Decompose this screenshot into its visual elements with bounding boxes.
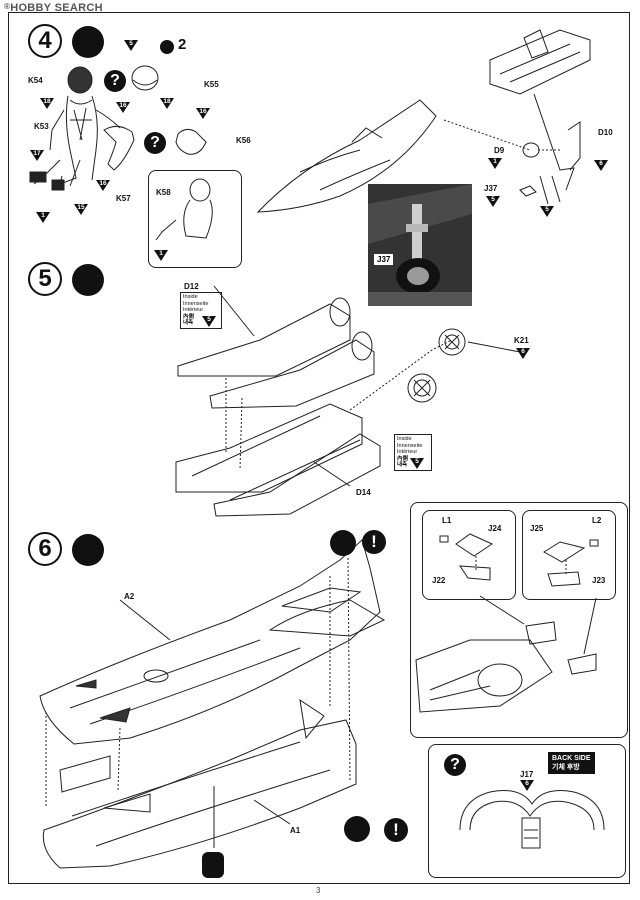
part-label-k54: K54 bbox=[28, 76, 43, 85]
question-icon: ? bbox=[104, 70, 126, 92]
step5-upper-part bbox=[177, 297, 375, 409]
color-callout: 16 bbox=[196, 108, 210, 119]
caution-icon: ! bbox=[362, 530, 386, 554]
back-side-detail-box bbox=[428, 744, 626, 878]
part-label-d12: D12 bbox=[184, 282, 199, 291]
part-label-j22: J22 bbox=[432, 576, 446, 585]
question-icon: ? bbox=[444, 754, 466, 776]
photo-label-j37: J37 bbox=[374, 254, 394, 265]
arm-k56 bbox=[175, 128, 207, 155]
part-label-j23: J23 bbox=[592, 576, 606, 585]
part-label-k58: K58 bbox=[156, 188, 171, 197]
pencil-glue-icon bbox=[72, 26, 104, 58]
color-callout: 6 bbox=[594, 160, 608, 171]
color-callout: 18 bbox=[40, 98, 54, 109]
back-side-label: BACK SIDE 기체 후방 bbox=[548, 752, 595, 774]
part-label-d9: D9 bbox=[494, 146, 505, 155]
question-icon: ? bbox=[144, 132, 166, 154]
fuselage-lower-a1 bbox=[42, 698, 357, 869]
color-callout: 15 bbox=[74, 204, 88, 215]
color-callout: 6 bbox=[520, 780, 534, 791]
page-border bbox=[8, 12, 630, 884]
watermark: ®HOBBY SEARCH bbox=[4, 2, 103, 14]
color-callout: 1 bbox=[36, 212, 50, 223]
part-label-a2: A2 bbox=[124, 592, 135, 601]
back-side-ring bbox=[459, 790, 605, 849]
inside-note: Inside Innenseite Intérieur 內側 내측 bbox=[180, 292, 222, 329]
part-label-k21: K21 bbox=[514, 336, 529, 345]
part-label-l1: L1 bbox=[442, 516, 452, 525]
color-callout: 17 bbox=[30, 150, 44, 161]
color-callout: 5 bbox=[202, 316, 216, 327]
landing-gear-photo: J37 bbox=[368, 184, 472, 306]
cockpit-tub bbox=[489, 29, 591, 95]
l1-detail-box bbox=[422, 510, 516, 600]
inside-note: Inside Innenseite Intérieur 內側 내측 bbox=[394, 434, 432, 471]
color-callout: 18 bbox=[160, 98, 174, 109]
part-label-j24: J24 bbox=[488, 524, 502, 533]
step-number-5: 5 bbox=[28, 262, 62, 296]
part-label-d10: D10 bbox=[598, 128, 613, 137]
part-label-d14: D14 bbox=[356, 488, 371, 497]
k58-detail-box bbox=[148, 170, 242, 268]
step-number-6: 6 bbox=[28, 532, 62, 566]
repeat-count: 2 bbox=[178, 36, 187, 53]
pencil-glue-icon bbox=[72, 264, 104, 296]
part-label-a1: A1 bbox=[290, 826, 301, 835]
engine-rear-view bbox=[415, 621, 597, 713]
part-label-k53: K53 bbox=[34, 122, 49, 131]
step-number-4: 4 bbox=[28, 24, 62, 58]
part-label-k57: K57 bbox=[116, 194, 131, 203]
page-number: 3 bbox=[316, 886, 321, 895]
color-callout: 1 bbox=[154, 250, 168, 261]
wheels bbox=[407, 328, 466, 403]
helmet-k55 bbox=[131, 65, 159, 91]
knife-icon bbox=[330, 530, 356, 556]
color-callout: 5 bbox=[124, 40, 138, 51]
caution-icon: ! bbox=[384, 818, 408, 842]
color-callout: 5 bbox=[486, 196, 500, 207]
color-callout: 16 bbox=[116, 102, 130, 113]
color-callout: 6 bbox=[516, 348, 530, 359]
pencil-glue-icon bbox=[72, 534, 104, 566]
l2-detail-box bbox=[522, 510, 616, 600]
brush-glue-icon bbox=[202, 852, 224, 878]
k58-figure bbox=[155, 178, 213, 241]
arm-k57 bbox=[103, 126, 135, 171]
part-label-k56: K56 bbox=[236, 136, 251, 145]
color-callout: 5 bbox=[410, 458, 424, 469]
pilot-figure bbox=[29, 66, 121, 191]
knife-icon bbox=[344, 816, 370, 842]
part-label-j25: J25 bbox=[530, 524, 544, 533]
part-label-j37: J37 bbox=[484, 184, 498, 193]
part-label-l2: L2 bbox=[592, 516, 602, 525]
fuselage-upper-a2 bbox=[39, 539, 386, 745]
part-label-j17: J17 bbox=[520, 770, 534, 779]
color-callout: 1 bbox=[488, 158, 502, 169]
color-callout: 16 bbox=[96, 180, 110, 191]
step5-lower-part bbox=[175, 403, 381, 517]
tail-cone-detail-box bbox=[410, 502, 628, 738]
color-callout: 5 bbox=[540, 206, 554, 217]
cockpit-nose bbox=[256, 99, 437, 213]
repeat-icon bbox=[160, 40, 174, 54]
part-label-k55: K55 bbox=[204, 80, 219, 89]
